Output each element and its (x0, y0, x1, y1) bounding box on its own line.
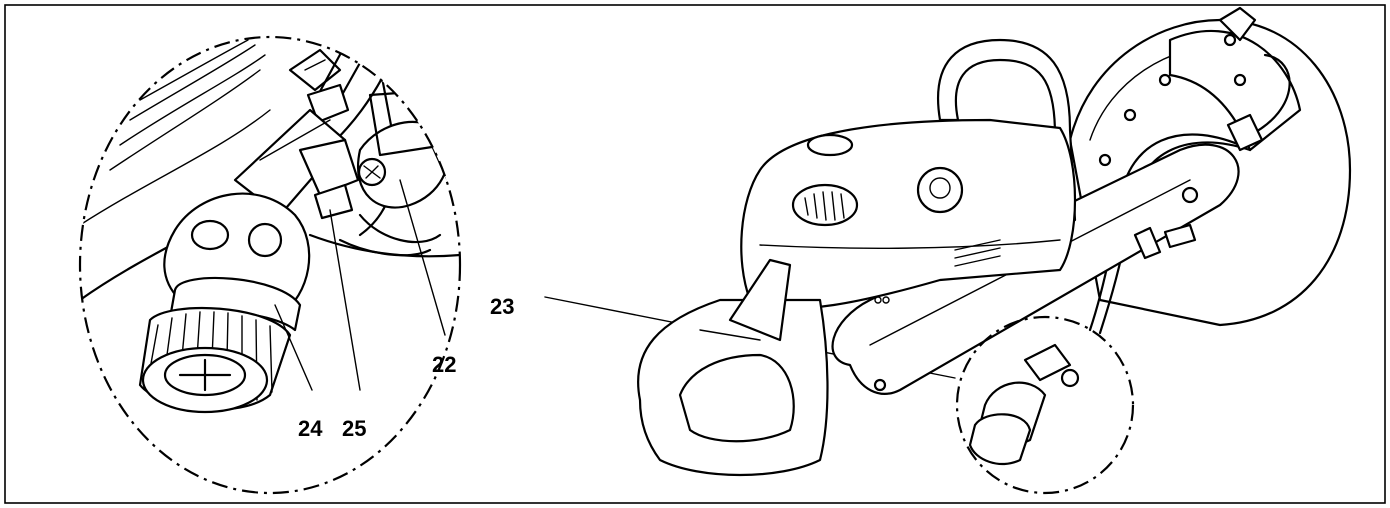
leader-22 (399, 179, 446, 336)
engine-housing (740, 118, 1077, 310)
detail-magnified-view (78, 35, 462, 495)
clamp-ring (357, 120, 450, 209)
detail-location-circle (955, 315, 1135, 495)
hose-fitting (1226, 113, 1264, 152)
decompression-valve (806, 133, 854, 157)
callout-22: 22 (432, 352, 456, 377)
power-cutter-main-view (637, 6, 1352, 495)
blade-guard (1168, 29, 1302, 152)
leader-24 (274, 304, 313, 391)
throttle-trigger (728, 258, 792, 342)
callout-24: 24 (298, 416, 323, 441)
arrow-marking (288, 48, 342, 92)
callout-23: 23 (490, 294, 514, 319)
detail-circle (78, 35, 462, 495)
starter-icon (916, 166, 964, 214)
valve-lever (298, 138, 360, 197)
callout-25: 25 (342, 416, 366, 441)
leader-25 (329, 209, 361, 391)
water-hose-upper (1248, 53, 1291, 137)
figure-frame (4, 4, 1386, 504)
